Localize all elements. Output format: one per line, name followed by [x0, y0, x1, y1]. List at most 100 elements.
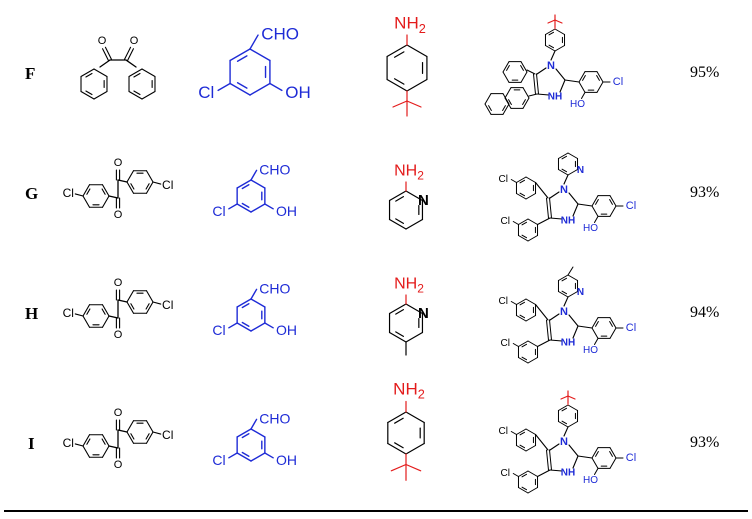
substituent-bond: [512, 473, 519, 477]
phenol-ring-double-bond: [596, 75, 600, 81]
n-aryl-ring-bond: [554, 45, 566, 52]
n-aryl-ring-double-bond: [548, 31, 555, 36]
imidazole-double-bond: [546, 449, 550, 471]
phenyl-ring-double-bond: [85, 72, 93, 78]
chlorophenyl-ring-double-bond: [519, 431, 526, 436]
imidazole-nh-label: NH: [561, 338, 575, 349]
oxygen-label: O: [114, 329, 123, 341]
imidazole-bond: [568, 192, 579, 205]
chlorophenyl-ring-double-bond: [145, 303, 150, 310]
tert-butyl-bond: [547, 19, 556, 24]
chlorophenyl-ring-bond: [145, 420, 154, 433]
aniline-ring-bond: [406, 78, 428, 92]
substituent-bond: [228, 322, 238, 329]
pyridine-ring-double-bond: [395, 196, 405, 202]
pyridine-ring-double-bond: [395, 309, 405, 315]
pyridine-ring-bond: [388, 331, 407, 343]
n-aryl-ring-bond: [557, 291, 569, 298]
yield-G: 93%: [690, 184, 720, 201]
chlorophenyl-ring-bond: [101, 304, 110, 317]
phenol-cl-label: Cl: [613, 76, 623, 88]
phenol-ring-bond: [591, 195, 599, 207]
phenol-ring-bond: [591, 205, 599, 217]
aryl-bond: [536, 469, 551, 478]
phenol-ho-label: HO: [583, 475, 598, 486]
phenanthrene-ring-bond: [520, 61, 528, 73]
pyridine-n-label: N: [418, 305, 429, 322]
n-aryl-ring-bond: [544, 45, 556, 52]
aldehyde-ring-bond: [229, 82, 251, 96]
phenol-bond: [564, 79, 580, 83]
phenol-bond: [577, 325, 593, 329]
carbonyl-bond: [126, 48, 134, 62]
phenanthrene-ring-double-bond: [502, 105, 506, 111]
amine-nh2-label: NH2: [394, 276, 424, 296]
phenanthrene-ring-bond: [502, 93, 510, 105]
aniline-ring-bond: [405, 411, 425, 424]
chlorophenyl-ring-bond: [126, 420, 135, 433]
imidazole-n-label: N: [560, 184, 568, 196]
phenyl-ring-double-bond: [85, 90, 93, 96]
phenyl-ring-bond: [80, 90, 95, 100]
phenyl-ring-bond: [128, 68, 143, 78]
oxygen-label: O: [114, 407, 123, 419]
chlorophenyl-ring-bond: [126, 301, 135, 314]
chlorophenyl-ring-double-bond: [521, 343, 528, 348]
aldehyde-oh-label: OH: [276, 203, 297, 219]
phenyl-ring-double-bond: [133, 90, 141, 96]
imidazole-double-bond: [546, 197, 550, 219]
tert-butyl-bond: [392, 100, 408, 108]
chlorophenyl-ring-double-bond: [101, 308, 106, 315]
chlorophenyl-ring-bond: [515, 176, 527, 183]
pyridine-ring-bond: [388, 218, 407, 230]
chlorine-label: Cl: [63, 186, 74, 200]
phenol-ring-bond: [609, 327, 617, 339]
chlorophenyl-ring-double-bond: [519, 179, 526, 184]
imidazole-double-bond: [548, 197, 552, 219]
chlorophenyl-ring-bond: [101, 445, 110, 458]
substituent-bond: [510, 179, 517, 183]
row-label-H: H: [25, 304, 39, 323]
chlorophenyl-ring-bond: [527, 487, 539, 494]
n-aryl-ring-double-bond: [561, 168, 568, 173]
aldehyde-ring-bond: [236, 428, 252, 438]
chlorophenyl-ring-bond: [145, 301, 154, 314]
chlorophenyl-ring-bond: [145, 181, 154, 194]
phenyl-ring-bond: [141, 90, 156, 100]
phenyl-ring-bond: [141, 68, 156, 78]
n-aryl-ring-bond: [567, 274, 579, 281]
substituent-bond: [581, 91, 586, 99]
row-label-F: F: [25, 64, 36, 83]
chlorophenyl-ring-bond: [101, 315, 110, 328]
diketone-bond: [108, 315, 119, 319]
substituent-bond: [249, 34, 259, 50]
chlorophenyl-ring-double-bond: [521, 234, 528, 239]
diketone-bond: [108, 445, 119, 449]
pyridyl-n-label: N: [577, 287, 584, 298]
aniline-ring-bond: [387, 411, 407, 424]
phenanthrene-ring-double-bond: [488, 105, 492, 111]
imidazole-bond: [555, 68, 566, 81]
aldehyde-cl-label: Cl: [212, 322, 225, 338]
tert-butyl-bond: [560, 395, 569, 400]
aldehyde-ring-bond: [250, 179, 266, 189]
oxygen-label: O: [98, 35, 107, 47]
phenyl-ring-bond: [93, 68, 108, 78]
substituent-bond: [512, 221, 519, 225]
phenol-ring-double-bond: [582, 75, 586, 81]
phenol-ho-label: HO: [583, 223, 598, 234]
substituent-bond: [264, 322, 274, 329]
aniline-ring-bond: [386, 78, 408, 92]
chlorophenyl-ring-bond: [527, 470, 539, 477]
imidazole-double-bond: [548, 449, 552, 471]
chlorophenyl-ring-bond: [145, 431, 154, 444]
phenol-ring-bond: [591, 447, 599, 459]
aniline-ring-double-bond: [393, 51, 405, 58]
aldehyde-ring-bond: [250, 452, 266, 462]
chlorophenyl-ring-bond: [525, 176, 537, 183]
aldehyde-ring-bond: [236, 452, 252, 462]
chlorophenyl-ring-double-bond: [521, 486, 528, 491]
imidazole-nh-label: NH: [561, 216, 575, 227]
chlorophenyl-ring-double-bond: [519, 314, 526, 319]
n-aryl-ring-bond: [557, 404, 569, 411]
